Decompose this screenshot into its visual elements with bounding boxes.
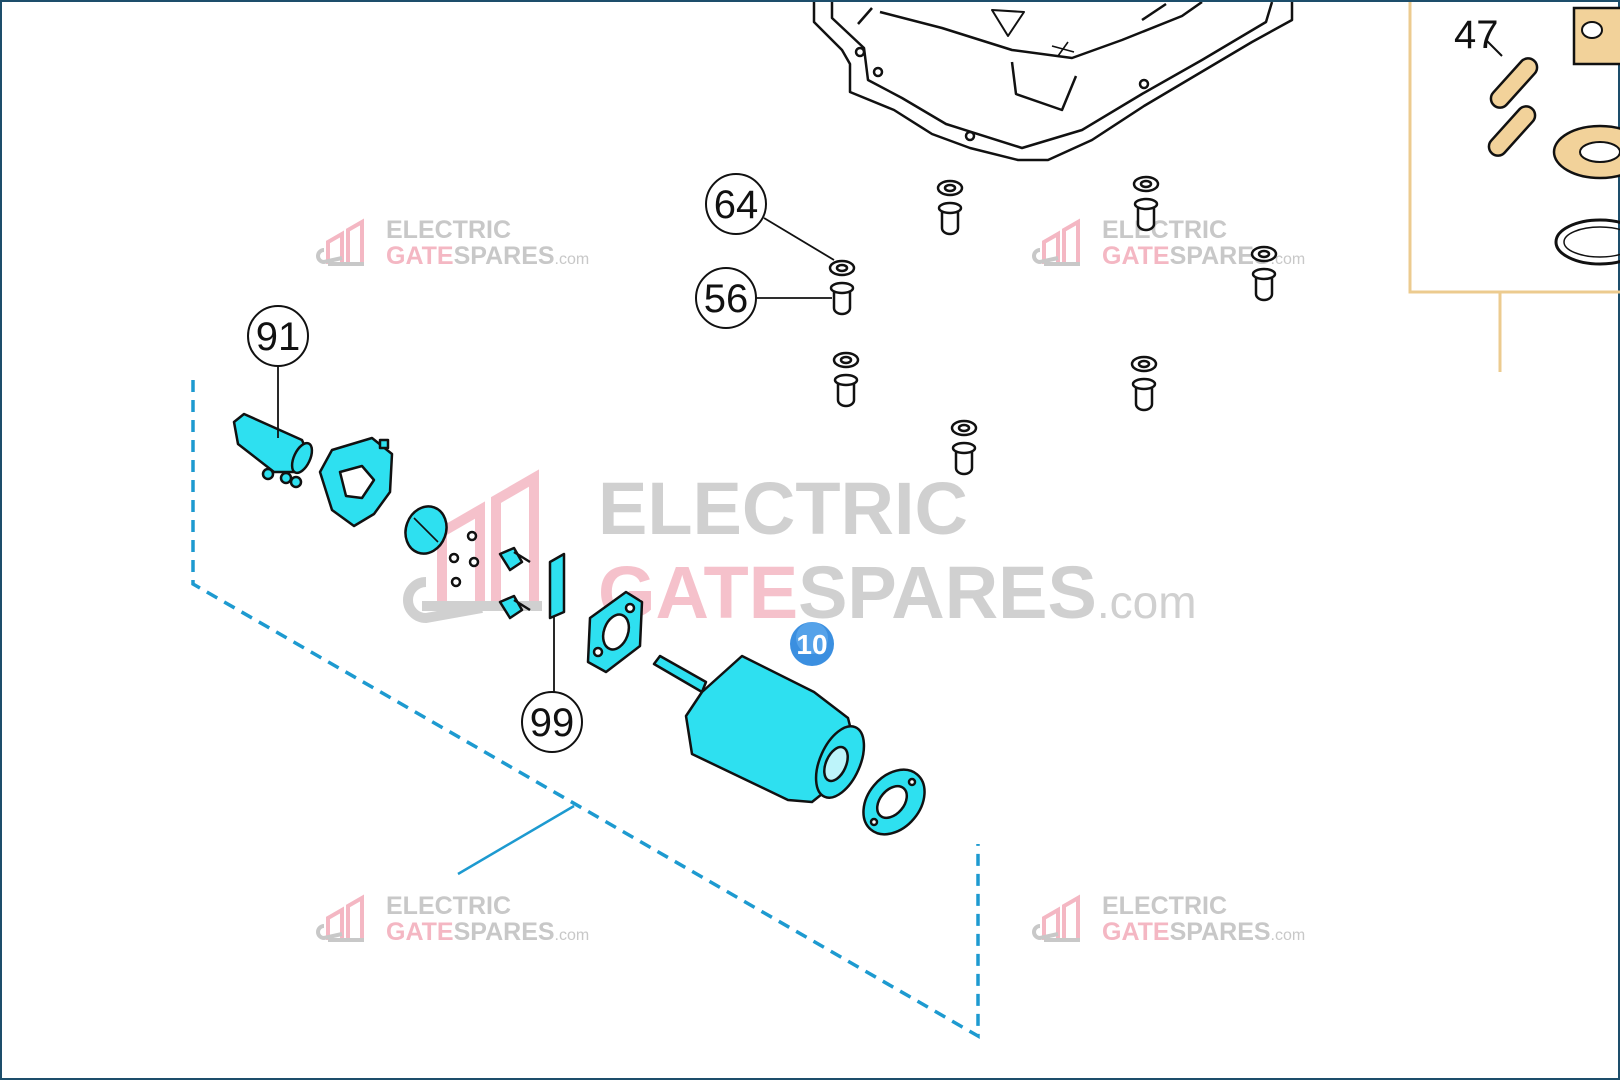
watermark-logo-icon xyxy=(1032,218,1080,266)
screw-part xyxy=(832,351,860,408)
callout-box-47: 47 xyxy=(1408,2,1620,372)
watermark-logo-icon xyxy=(316,218,364,266)
screw-part xyxy=(950,419,978,476)
screw-part xyxy=(1132,175,1160,232)
watermark-spares: SPARES xyxy=(454,242,555,270)
screw-part xyxy=(1130,355,1158,412)
rotor-disc xyxy=(404,505,448,555)
assembly-boundary xyxy=(191,380,980,1040)
o-ring-part xyxy=(1554,218,1620,266)
watermark-spares: SPARES xyxy=(1170,918,1271,946)
watermark-gate: GATE xyxy=(386,918,454,946)
callout-64-label: 64 xyxy=(714,183,759,227)
part-count-badge[interactable]: 10 xyxy=(790,622,834,666)
watermark-line-1: ELECTRIC xyxy=(386,216,511,244)
motor-body xyxy=(652,654,866,804)
watermark-suffix: .com xyxy=(1097,576,1197,628)
gearbox-housing xyxy=(812,2,1294,162)
watermark-small-bottom-left: ELECTRIC GATESPARES.com xyxy=(316,892,589,946)
watermark-line-2: GATESPARES.com xyxy=(1102,918,1305,946)
watermark-gate: GATE xyxy=(386,242,454,270)
gasket-part-99 xyxy=(548,552,566,620)
bushing-part xyxy=(1572,6,1620,66)
callout-47-label: 47 xyxy=(1454,13,1499,57)
screw-part xyxy=(936,179,964,236)
screw-part xyxy=(1250,245,1278,302)
callout-99: 99 xyxy=(521,616,583,753)
callout-64: 64 xyxy=(705,173,835,261)
watermark-small-bottom-right: ELECTRIC GATESPARES.com xyxy=(1032,892,1305,946)
bearing-part xyxy=(1552,124,1620,180)
watermark-logo-icon xyxy=(1032,894,1080,942)
watermark-spares: SPARES xyxy=(454,918,555,946)
watermark-line-2: GATESPARES.com xyxy=(598,551,1197,634)
end-bearing-ring xyxy=(862,768,926,836)
callout-99-label: 99 xyxy=(530,701,575,745)
watermark-spares: SPARES xyxy=(798,551,1097,634)
watermark-gate: GATE xyxy=(1102,918,1170,946)
fastener-cluster xyxy=(448,530,531,620)
encoder-part-91 xyxy=(232,412,314,489)
watermark-suffix: .com xyxy=(1271,251,1306,268)
pin-part xyxy=(1487,57,1539,157)
screw-part-56 xyxy=(828,259,856,316)
watermark-line-1: ELECTRIC xyxy=(1102,216,1227,244)
assembly-leader-line xyxy=(457,804,575,876)
watermark-line-2: GATESPARES.com xyxy=(386,242,589,270)
watermark-suffix: .com xyxy=(555,927,590,944)
callout-56: 56 xyxy=(695,267,832,329)
watermark-line-1: ELECTRIC xyxy=(1102,892,1227,920)
watermark-large-center: ELECTRIC GATESPARES.com xyxy=(403,467,1197,634)
screw-washer-group xyxy=(828,175,1278,476)
watermark-line-1: ELECTRIC xyxy=(598,467,968,550)
watermark-small-top-left: ELECTRIC GATESPARES.com xyxy=(316,216,589,270)
callout-91-label: 91 xyxy=(256,315,301,359)
callout-56-label: 56 xyxy=(704,277,749,321)
watermark-gate: GATE xyxy=(1102,242,1170,270)
part-count-badge-label: 10 xyxy=(796,629,827,660)
watermark-line-1: ELECTRIC xyxy=(386,892,511,920)
watermark-line-2: GATESPARES.com xyxy=(386,918,589,946)
mounting-plate xyxy=(586,590,644,674)
watermark-suffix: .com xyxy=(1271,927,1306,944)
brush-holder-cap xyxy=(318,436,394,528)
watermark-suffix: .com xyxy=(555,251,590,268)
callout-91: 91 xyxy=(247,305,309,438)
motor-assembly xyxy=(232,412,926,836)
watermark-logo-icon xyxy=(316,894,364,942)
